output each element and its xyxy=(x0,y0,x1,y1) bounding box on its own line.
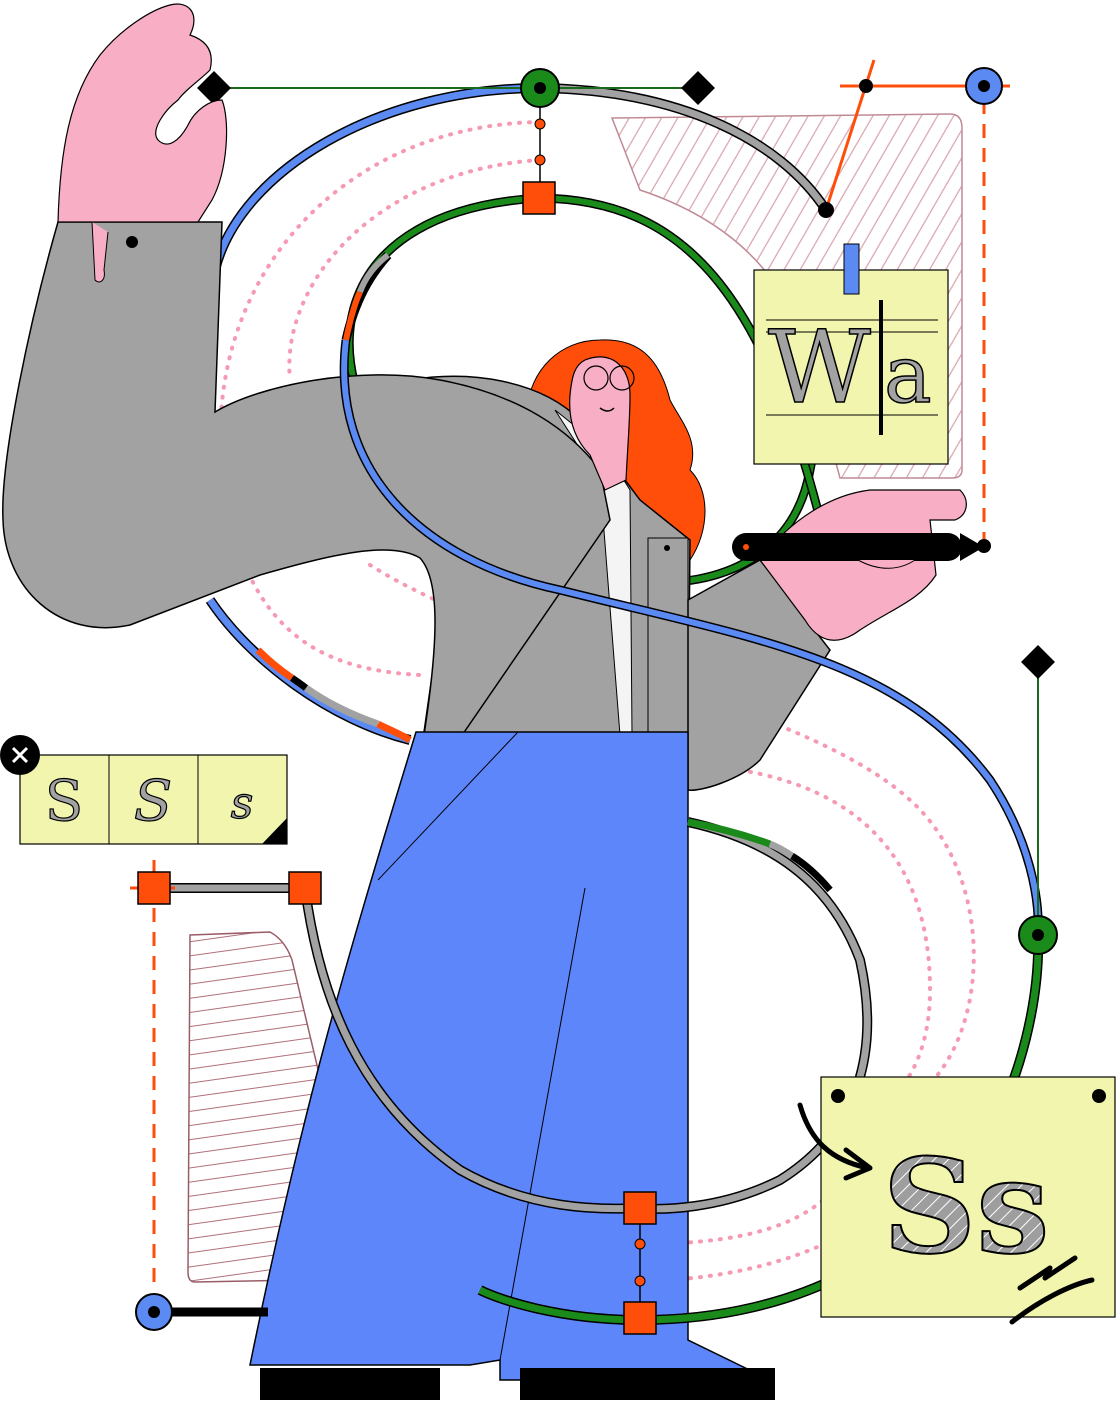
glyph-small-italic: s xyxy=(231,778,254,829)
glyph-italic: S xyxy=(134,769,172,834)
pants xyxy=(249,731,771,1381)
anchor-square-top[interactable] xyxy=(522,181,556,215)
raised-arm xyxy=(2,221,611,761)
blue-bezier-path-front xyxy=(341,339,1042,936)
pen-tool-icon[interactable] xyxy=(732,533,991,561)
pen-hand xyxy=(759,489,967,641)
note-wa: W a xyxy=(753,243,949,465)
diamond-handle-left[interactable] xyxy=(197,71,231,105)
jacket-pocket xyxy=(647,537,689,735)
note-wa-a: a xyxy=(884,328,932,421)
shoe-right xyxy=(520,1368,775,1400)
anchor-square-bottom-1[interactable] xyxy=(623,1191,657,1225)
note-specimen: Ss xyxy=(820,1076,1116,1325)
close-icon[interactable] xyxy=(0,735,40,775)
diamond-handle-right[interactable] xyxy=(681,71,715,105)
arrow-icon xyxy=(797,1102,873,1181)
green-gray-bezier-path-lower xyxy=(639,818,871,1213)
lower-arm xyxy=(687,559,831,791)
diamond-handle-right-side[interactable] xyxy=(1021,645,1055,679)
blue-bezier-path-top xyxy=(211,84,541,271)
face xyxy=(569,356,631,491)
glyph-regular: S xyxy=(45,769,83,834)
multicolor-bezier-path-left xyxy=(207,598,411,744)
anchor-square-left[interactable] xyxy=(137,871,171,905)
raised-hand xyxy=(57,3,228,223)
anchor-square-bottom-2[interactable] xyxy=(623,1301,657,1335)
anchor-square-right[interactable] xyxy=(288,871,322,905)
glasses xyxy=(583,365,609,391)
gray-bezier-path-lower xyxy=(301,887,641,1213)
specimen-text: Ss xyxy=(882,1130,1049,1283)
note-glyph-variants: S S s xyxy=(19,754,288,845)
gray-bezier-path-top xyxy=(539,84,829,212)
note-wa-w: W xyxy=(768,309,871,426)
tape-blue xyxy=(843,243,860,295)
shoe-left xyxy=(260,1368,440,1400)
